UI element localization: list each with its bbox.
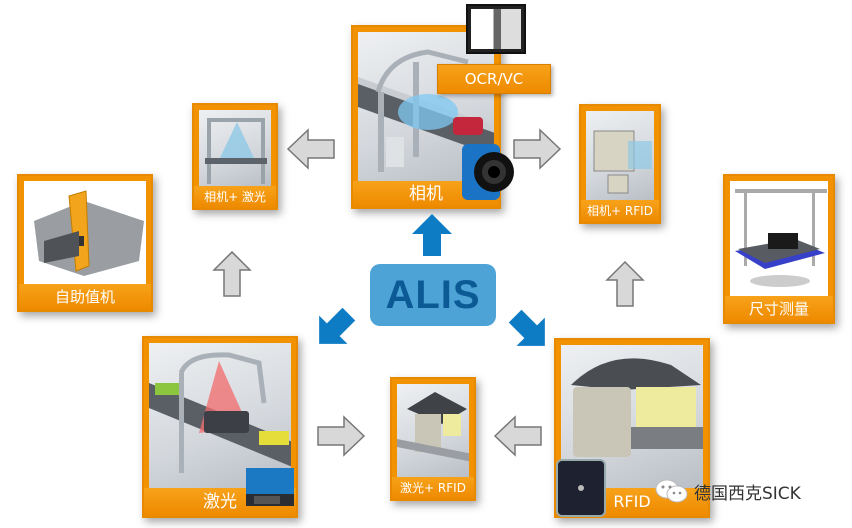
blue-arrow-up-icon [412,214,452,256]
alis-label: ALIS [385,272,481,317]
ocr-vc-tag: OCR/VC [437,64,551,94]
gray-arrow-up-left-icon [212,250,252,297]
wechat-icon [655,479,688,503]
camera-rfid-image [586,111,654,202]
node-camera: 相机 [351,25,501,209]
watermark-text: 德国西克SICK [694,483,801,504]
dimensioning-image [730,181,828,298]
alis-center-box: ALIS [370,264,496,326]
gray-arrow-up-right-icon [605,260,645,307]
node-laser-rfid: 激光+ RFID [390,377,476,501]
camera-rfid-label: 相机+ RFID [581,200,659,222]
camera-system-image [358,32,494,182]
node-rfid: RFID [554,338,710,518]
monitor-icon [466,4,526,54]
node-camera-laser: 相机+ 激光 [192,103,278,210]
node-laser: 激光 [142,336,298,518]
blue-arrow-down-right-icon [508,309,545,346]
watermark: 德国西克SICK [654,478,801,504]
laser-rfid-image [397,384,469,479]
kiosk-image [24,181,146,285]
laser-scanner-icon [246,468,294,506]
node-camera-rfid: 相机+ RFID [579,104,661,224]
dimensioning-label: 尺寸测量 [725,296,833,322]
camera-device-icon [462,144,514,200]
kiosk-label: 自助值机 [19,284,151,310]
camera-laser-image [199,110,271,187]
blue-arrow-down-left-icon [319,307,356,344]
laser-rfid-label: 激光+ RFID [392,477,474,499]
gray-arrow-left-bottom-icon [493,415,542,457]
rfid-reader-icon [556,459,606,517]
node-kiosk: 自助值机 [17,174,153,312]
laser-image [149,343,291,488]
camera-laser-label: 相机+ 激光 [194,186,276,208]
gray-arrow-right-bottom-icon [317,415,366,457]
node-dimensioning: 尺寸测量 [723,174,835,324]
gray-arrow-left-icon [286,128,335,170]
gray-arrow-right-icon [513,128,562,170]
